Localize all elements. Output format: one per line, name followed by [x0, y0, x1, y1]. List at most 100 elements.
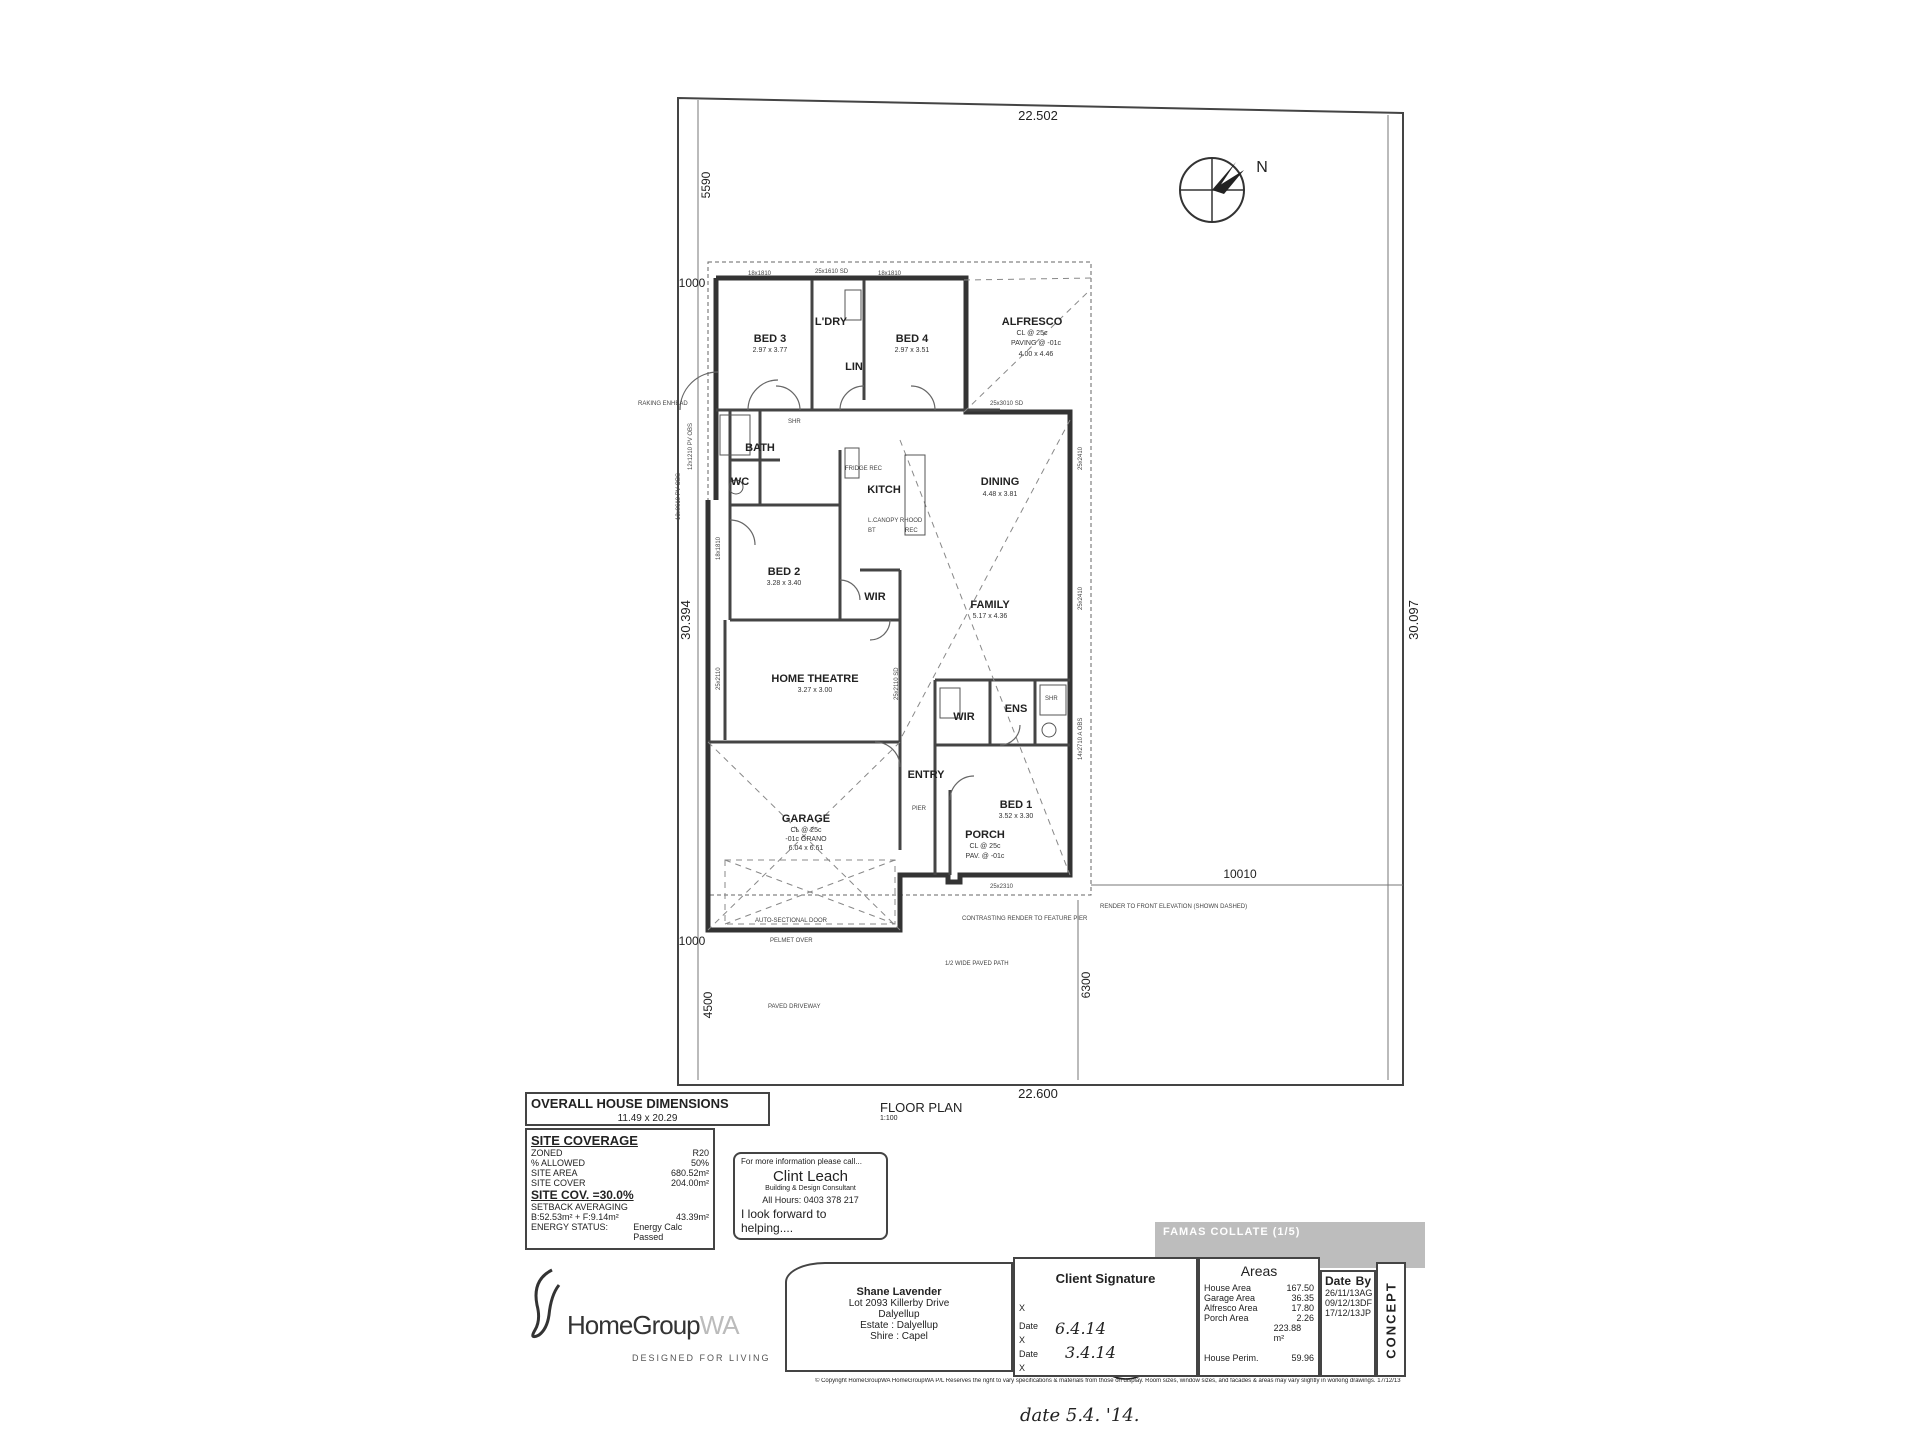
fitting-label: L.CANOPY RHOOD [868, 518, 923, 524]
setback-label: SETBACK AVERAGING [531, 1202, 628, 1212]
client-address-line: Lot 2093 Killerby Drive [848, 1298, 950, 1309]
north-arrow-icon [1179, 157, 1245, 223]
dim-left-top: 5590 [699, 171, 713, 198]
handwritten-date-1: 6.4.14 [1055, 1319, 1106, 1338]
perim-label: House Perim. [1204, 1353, 1259, 1363]
window-label: 18x1810 [748, 271, 772, 277]
room-note: CL @ 25c [791, 827, 822, 834]
plan-note: 1/2 WIDE PAVED PATH [945, 961, 1009, 967]
site-coverage-value: 680.52m² [670, 1168, 709, 1178]
room-note: -01c GRANO [785, 836, 827, 843]
window-label: 25x2410 [1078, 446, 1084, 470]
dim-top-offset: 1000 [679, 276, 706, 290]
fitting-label: BT [868, 528, 876, 534]
area-label: Alfresco Area [1204, 1303, 1258, 1313]
contact-box: For more information please call... Clin… [733, 1152, 888, 1240]
room-name: ENTRY [908, 769, 946, 781]
signature-title: Client Signature [1055, 1271, 1156, 1286]
date-value: 17/12/13 [1325, 1308, 1361, 1318]
room-note: CL @ 25c [970, 843, 1001, 850]
fitting-label: REC [905, 528, 918, 534]
window-label: 25x2110 [716, 667, 722, 690]
lot-boundary [677, 96, 1404, 1086]
status-text: CONCEPT [1383, 1280, 1399, 1359]
stamp-text: FAMAS COLLATE (1/5) [1163, 1226, 1301, 1238]
dim-bottom: 22.600 [1018, 1086, 1058, 1101]
room-size: 3.52 x 3.30 [999, 813, 1034, 820]
area-label: House Area [1204, 1283, 1252, 1293]
room-note: CL @ 25c [1017, 330, 1048, 337]
window-label: 18x1810 [878, 271, 902, 277]
room-note: 6.04 x 6.61 [789, 845, 824, 852]
plan-note: 13x0610 PV OBS [676, 473, 682, 520]
area-label: Porch Area [1204, 1313, 1249, 1323]
client-address-line: Estate : Dalyellup [860, 1320, 938, 1331]
fitting-label: PIER [912, 806, 927, 812]
date-header: Date [1325, 1274, 1352, 1288]
room-name: BED 2 [768, 566, 800, 578]
client-address-line: Dalyellup [878, 1309, 920, 1320]
window-label: 25x3010 SD [990, 401, 1024, 407]
dim-right: 30.097 [1406, 600, 1421, 640]
plan-note: RAKING ENHEAD [638, 401, 688, 407]
date-value: 26/11/13 [1325, 1288, 1360, 1298]
room-name: WIR [864, 591, 885, 603]
areas-title: Areas [1240, 1263, 1278, 1279]
garage-diagonals [707, 277, 1093, 931]
by-value: DF [1360, 1298, 1373, 1308]
fitting-label: SHR [1045, 696, 1058, 702]
site-coverage-value: 204.00m² [670, 1178, 709, 1188]
area-value: 167.50 [1286, 1283, 1314, 1293]
room-name: FAMILY [970, 599, 1010, 611]
window-label: 25x1610 SD [815, 269, 849, 275]
floor-plan-scale: 1:100 [880, 1115, 898, 1122]
contact-intro: For more information please call... [741, 1157, 862, 1166]
fitting-label: FRIDGE REC [845, 466, 883, 472]
setback-value: 43.39m² [675, 1212, 709, 1222]
areas-perimeter: House Perim. 59.96 [1204, 1353, 1314, 1363]
dim-setback: 10010 [1223, 867, 1257, 881]
date-value: 09/12/13 [1325, 1298, 1361, 1308]
site-coverage-label: ZONED [531, 1148, 563, 1158]
area-value: 17.80 [1291, 1303, 1314, 1313]
setback-value: Energy Calc Passed [633, 1222, 683, 1242]
handwritten-note: date 5.4. '14. [1020, 1405, 1140, 1426]
site-coverage-row: ZONED R20 [531, 1148, 709, 1158]
plan-note: PELMET OVER [770, 938, 813, 944]
site-cov-title: SITE COV. =30.0% [531, 1188, 634, 1202]
north-label: N [1256, 159, 1268, 176]
setback-row: ENERGY STATUS:Energy Calc Passed [531, 1222, 709, 1242]
contact-hours: All Hours: 0403 378 217 [762, 1195, 859, 1205]
site-coverage-value: R20 [692, 1148, 709, 1158]
area-row: House Area 167.50 [1204, 1283, 1314, 1293]
setback-label: B:52.53m² + F:9.14m² [531, 1212, 619, 1222]
dim-bottom-offset: 1000 [679, 934, 706, 948]
contact-name: Clint Leach [772, 1168, 849, 1185]
room-name: GARAGE [782, 813, 830, 825]
room-size: 3.28 x 3.40 [767, 580, 802, 587]
room-name: BED 4 [896, 333, 929, 345]
client-box: Shane Lavender Lot 2093 Killerby Drive D… [785, 1262, 1013, 1372]
area-row: Alfresco Area 17.80 [1204, 1303, 1314, 1313]
door-swings [679, 371, 1021, 801]
by-value: JP [1360, 1308, 1371, 1318]
contact-role: Building & Design Consultant [765, 1185, 856, 1192]
room-size: 2.97 x 3.51 [895, 347, 930, 354]
room-note: PAVING @ -01c [1011, 340, 1062, 347]
setback-row: B:52.53m² + F:9.14m² 43.39m² [531, 1212, 709, 1222]
overall-value: 11.49 x 20.29 [617, 1113, 678, 1124]
fitting-label: SHR [788, 419, 801, 425]
logo-suffix: WA [699, 1310, 740, 1340]
plan-note: AUTO-SECTIONAL DOOR [755, 918, 828, 924]
internal-walls [708, 280, 1070, 875]
sig-mark: Date [1019, 1349, 1039, 1359]
